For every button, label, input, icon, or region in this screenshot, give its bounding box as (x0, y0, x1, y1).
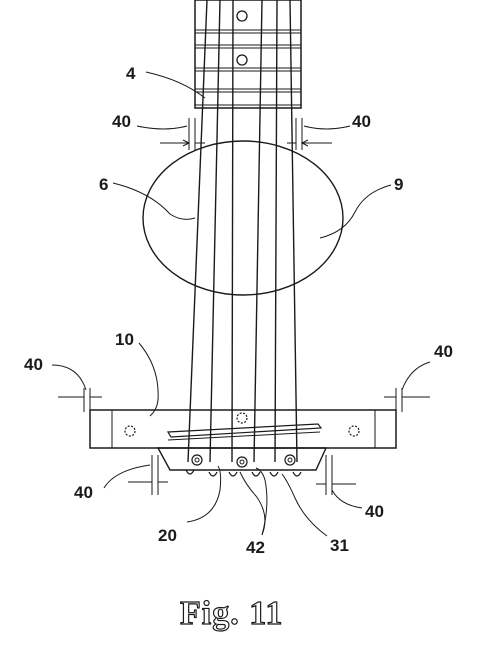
dimension-40-bridge (51, 361, 431, 412)
string-1 (187, 0, 208, 463)
leader-lines (112, 71, 392, 537)
bridge (89, 409, 397, 449)
fret-marker-dot (236, 10, 248, 22)
label-31: 31 (330, 536, 349, 555)
dimension-40-top (136, 118, 351, 150)
figure-caption: Fig. 11 (180, 595, 283, 632)
bridge-pin-right (348, 425, 360, 437)
fretboard (194, 0, 302, 109)
string-2 (209, 0, 221, 463)
string-5 (274, 0, 278, 463)
label-40-top-left: 40 (112, 112, 131, 131)
fret-marker-dot (236, 54, 248, 66)
label-9: 9 (394, 175, 403, 194)
label-4: 4 (126, 64, 136, 83)
string-3 (231, 0, 234, 463)
bridge-pin-left (124, 425, 136, 437)
label-42: 42 (246, 538, 265, 557)
label-40-top-right: 40 (352, 112, 371, 131)
label-40-bottom-left: 40 (74, 483, 93, 502)
label-20: 20 (158, 526, 177, 545)
sound-hole (142, 140, 344, 296)
dimension-40-anchor (103, 455, 363, 509)
label-40-bottom-right: 40 (365, 502, 384, 521)
label-40-mid-right: 40 (434, 342, 453, 361)
strings (187, 0, 298, 463)
label-40-mid-left: 40 (24, 355, 43, 374)
label-6: 6 (99, 175, 108, 194)
bridge-pin-center (236, 412, 248, 424)
string-4 (253, 0, 263, 463)
string-anchor-plate (156, 447, 328, 477)
string-6 (289, 0, 298, 463)
label-10: 10 (115, 330, 134, 349)
